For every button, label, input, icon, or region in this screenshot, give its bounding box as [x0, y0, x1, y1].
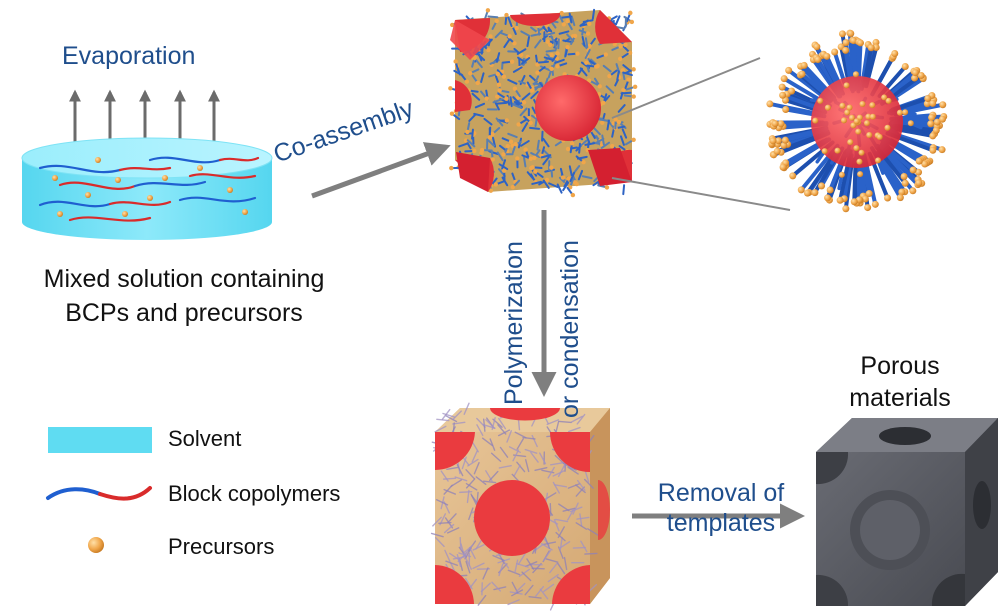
- removal-label: Removal of templates: [640, 478, 802, 538]
- micelle: [766, 29, 948, 213]
- porous-line-2: materials: [849, 384, 951, 412]
- legend-copolymer-label: Block copolymers: [168, 481, 341, 506]
- legend-precursor-label: Precursors: [168, 534, 275, 559]
- precursor-sphere-icon: [88, 537, 104, 553]
- copolymer-chain-icon: [46, 487, 102, 500]
- polymerized-cube: [430, 402, 610, 611]
- co-assembled-cube: [448, 8, 638, 198]
- solution-dish: [21, 137, 273, 240]
- porous-material-cube: [816, 418, 998, 606]
- porous-line-1: Porous: [860, 352, 940, 380]
- or-condensation-label: or condensation: [556, 240, 584, 418]
- legend-icons: [46, 427, 152, 553]
- porous-materials-label: Porous materials: [820, 350, 980, 414]
- solvent-swatch-icon: [48, 427, 152, 453]
- zoom-lines: [611, 57, 791, 211]
- polymerization-label: Polymerization: [500, 241, 528, 405]
- co-assembly-arrow: [311, 142, 451, 199]
- mixed-solution-label: Mixed solution containing BCPs and precu…: [6, 262, 362, 330]
- removal-line-2: templates: [666, 509, 776, 537]
- legend-solvent-label: Solvent: [168, 426, 242, 451]
- mixed-solution-line-1: Mixed solution containing: [43, 265, 325, 293]
- micelle-precursors: [766, 29, 948, 213]
- evaporation-label: Evaporation: [62, 42, 196, 70]
- mixed-solution-line-2: BCPs and precursors: [65, 299, 303, 327]
- evaporation-arrows: [69, 89, 220, 142]
- removal-line-1: Removal of: [657, 479, 785, 507]
